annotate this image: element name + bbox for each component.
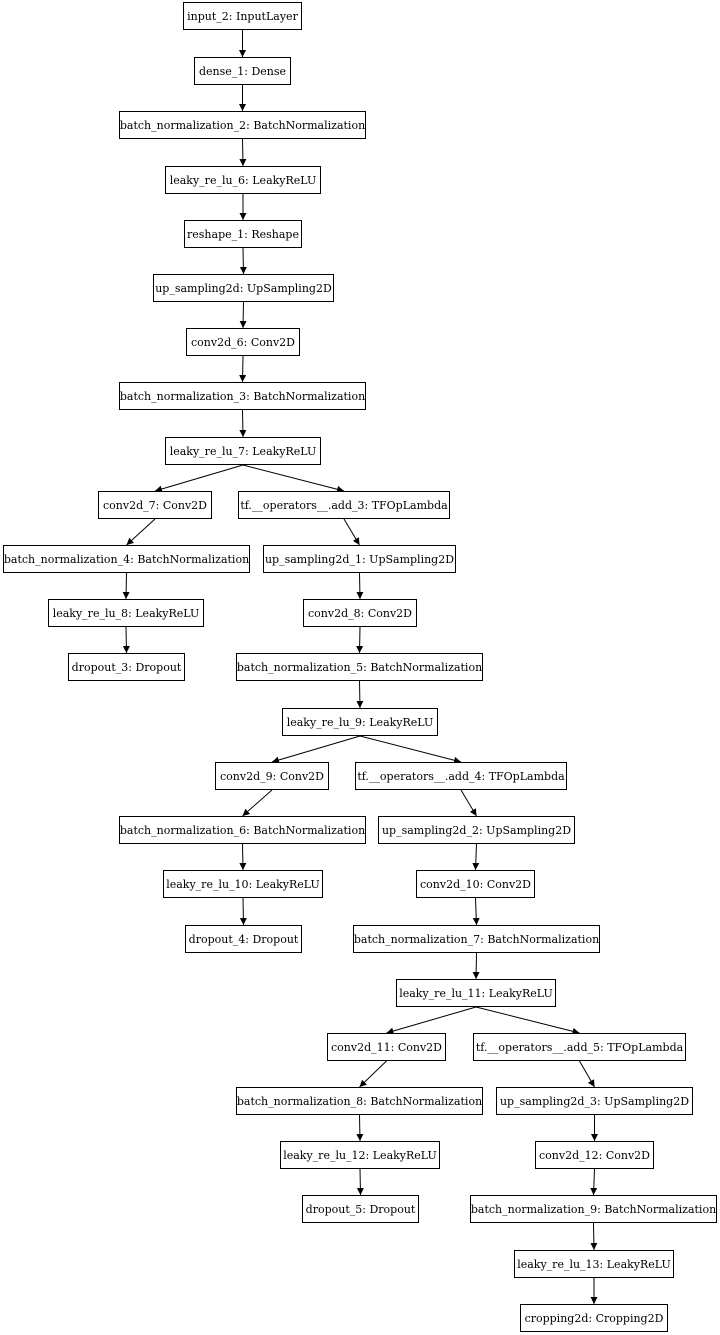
node-leaky-re-lu-8: leaky_re_lu_8: LeakyReLU — [48, 599, 204, 627]
node-leaky-re-lu-9: leaky_re_lu_9: LeakyReLU — [282, 708, 438, 736]
node-conv2d-7: conv2d_7: Conv2D — [98, 491, 212, 519]
edge-n13-n15 — [356, 572, 364, 600]
edge-n6-n7 — [239, 301, 247, 329]
node-conv2d-12: conv2d_12: Conv2D — [535, 1141, 654, 1169]
edge-n3-n4 — [239, 138, 247, 167]
node-batch-normalization-8: batch_normalization_8: BatchNormalizatio… — [236, 1087, 483, 1115]
edge-n5-n6 — [239, 247, 247, 275]
edge-n15-n17 — [356, 626, 364, 654]
edge-n17-n18 — [356, 680, 364, 709]
node-batch-normalization-7: batch_normalization_7: BatchNormalizatio… — [353, 925, 600, 953]
edge-n33-n35 — [590, 1168, 598, 1196]
node-leaky-re-lu-12: leaky_re_lu_12: LeakyReLU — [280, 1141, 440, 1169]
node-tf-add-3: tf.__operators__.add_3: TFOpLambda — [238, 491, 450, 519]
node-input-2: input_2: InputLayer — [183, 2, 302, 30]
node-batch-normalization-6: batch_normalization_6: BatchNormalizatio… — [119, 816, 366, 844]
node-batch-normalization-9: batch_normalization_9: BatchNormalizatio… — [470, 1195, 717, 1223]
node-leaky-re-lu-7: leaky_re_lu_7: LeakyReLU — [165, 437, 321, 465]
edge-n7-n8 — [239, 355, 247, 383]
node-up-sampling2d: up_sampling2d: UpSampling2D — [153, 274, 334, 302]
node-tf-add-5: tf.__operators__.add_5: TFOpLambda — [473, 1033, 686, 1061]
node-up-sampling2d-3: up_sampling2d_3: UpSampling2D — [496, 1087, 693, 1115]
edge-n28-n30 — [359, 1060, 387, 1088]
node-conv2d-10: conv2d_10: Conv2D — [416, 870, 535, 898]
edge-n29-n31 — [579, 1060, 595, 1088]
node-conv2d-6: conv2d_6: Conv2D — [186, 328, 300, 356]
edge-n14-n16 — [122, 626, 130, 654]
edge-n10-n12 — [126, 518, 156, 546]
edge-n24-n26 — [472, 897, 480, 926]
edge-n19-n21 — [242, 789, 273, 817]
node-conv2d-8: conv2d_8: Conv2D — [303, 599, 417, 627]
node-leaky-re-lu-13: leaky_re_lu_13: LeakyReLU — [514, 1250, 674, 1278]
edge-n23-n25 — [239, 897, 247, 926]
node-dropout-3: dropout_3: Dropout — [68, 653, 185, 681]
node-leaky-re-lu-6: leaky_re_lu_6: LeakyReLU — [165, 166, 321, 194]
node-up-sampling2d-1: up_sampling2d_1: UpSampling2D — [263, 545, 456, 573]
edge-n12-n14 — [122, 572, 130, 600]
edge-n18-n19 — [271, 735, 361, 764]
edge-n21-n23 — [239, 843, 247, 871]
node-leaky-re-lu-11: leaky_re_lu_11: LeakyReLU — [396, 979, 556, 1007]
edge-n35-n36 — [590, 1222, 598, 1251]
node-batch-normalization-5: batch_normalization_5: BatchNormalizatio… — [236, 653, 483, 681]
node-conv2d-9: conv2d_9: Conv2D — [215, 762, 329, 790]
edge-n9-n11 — [242, 464, 345, 493]
edge-n20-n22 — [460, 789, 477, 817]
node-dropout-4: dropout_4: Dropout — [185, 925, 302, 953]
node-dense-1: dense_1: Dense — [194, 57, 291, 85]
edge-n18-n20 — [359, 735, 462, 764]
node-batch-normalization-4: batch_normalization_4: BatchNormalizatio… — [3, 545, 250, 573]
node-conv2d-11: conv2d_11: Conv2D — [327, 1033, 446, 1061]
edge-n30-n32 — [356, 1114, 364, 1142]
node-up-sampling2d-2: up_sampling2d_2: UpSampling2D — [378, 816, 575, 844]
node-leaky-re-lu-10: leaky_re_lu_10: LeakyReLU — [163, 870, 323, 898]
edge-n32-n34 — [356, 1168, 364, 1196]
edge-n27-n28 — [386, 1006, 477, 1035]
node-tf-add-4: tf.__operators__.add_4: TFOpLambda — [355, 762, 567, 790]
node-batch-normalization-2: batch_normalization_2: BatchNormalizatio… — [119, 111, 366, 139]
node-reshape-1: reshape_1: Reshape — [184, 220, 302, 248]
node-dropout-5: dropout_5: Dropout — [302, 1195, 419, 1223]
node-cropping2d: cropping2d: Cropping2D — [520, 1304, 668, 1332]
edge-n26-n27 — [472, 952, 480, 980]
edge-n27-n29 — [475, 1006, 580, 1035]
edge-n11-n13 — [343, 518, 360, 546]
edge-n22-n24 — [472, 843, 480, 871]
edge-n9-n10 — [154, 464, 244, 493]
node-batch-normalization-3: batch_normalization_3: BatchNormalizatio… — [119, 382, 366, 410]
edge-n8-n9 — [239, 409, 247, 438]
